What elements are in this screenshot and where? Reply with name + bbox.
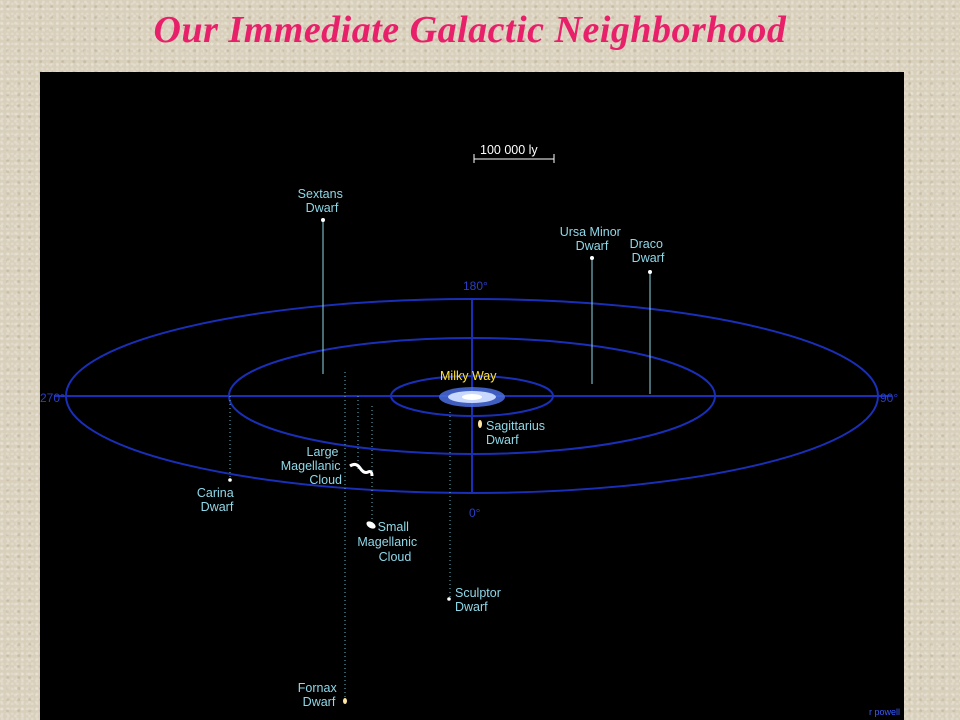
degree-0-label: 0° (469, 506, 481, 520)
large-magellanic-cloud-label: Large Magellanic Cloud (281, 445, 344, 487)
ursa-minor-dwarf-label: Ursa Minor Dwarf (560, 225, 625, 253)
carina-dwarf-label: Carina Dwarf (197, 486, 237, 514)
degree-270-label: 270° (40, 391, 65, 405)
large-magellanic-cloud-shape (349, 462, 374, 477)
milky-way-label: Milky Way (440, 369, 497, 383)
degree-180-label: 180° (463, 279, 488, 293)
slide-title: Our Immediate Galactic Neighborhood (153, 9, 787, 51)
small-magellanic-cloud-label: Small Magellanic Cloud (357, 520, 420, 564)
sagittarius-dwarf-dot (478, 420, 482, 428)
ursa-minor-dwarf-dot (590, 256, 594, 260)
sextans-dwarf-dot (321, 218, 325, 222)
fornax-dwarf-dot (343, 698, 347, 704)
small-magellanic-cloud-shape (366, 521, 376, 529)
draco-dwarf-label: Draco Dwarf (630, 237, 667, 265)
draco-dwarf-dot (648, 270, 652, 274)
fornax-dwarf-label: Fornax Dwarf (298, 681, 340, 709)
milky-way-galaxy-icon (439, 387, 505, 407)
sculptor-dwarf-dot (447, 597, 451, 601)
degree-90-label: 90° (880, 391, 898, 405)
author-credit: r powell (869, 707, 900, 717)
scale-bar-label: 100 000 ly (480, 143, 538, 157)
carina-dwarf-dot (228, 478, 232, 482)
sculptor-dwarf-label: Sculptor Dwarf (455, 586, 504, 614)
sextans-dwarf-label: Sextans Dwarf (298, 187, 347, 215)
below-plane-dotted-lines (229, 372, 451, 698)
galactic-map: 180° 0° 270° 90° 100 000 ly Milky Way Se… (40, 72, 904, 720)
sagittarius-dwarf-label: Sagittarius Dwarf (486, 419, 549, 447)
scale-bar (473, 154, 555, 163)
galactic-map-svg: 180° 0° 270° 90° 100 000 ly Milky Way Se… (40, 143, 900, 717)
